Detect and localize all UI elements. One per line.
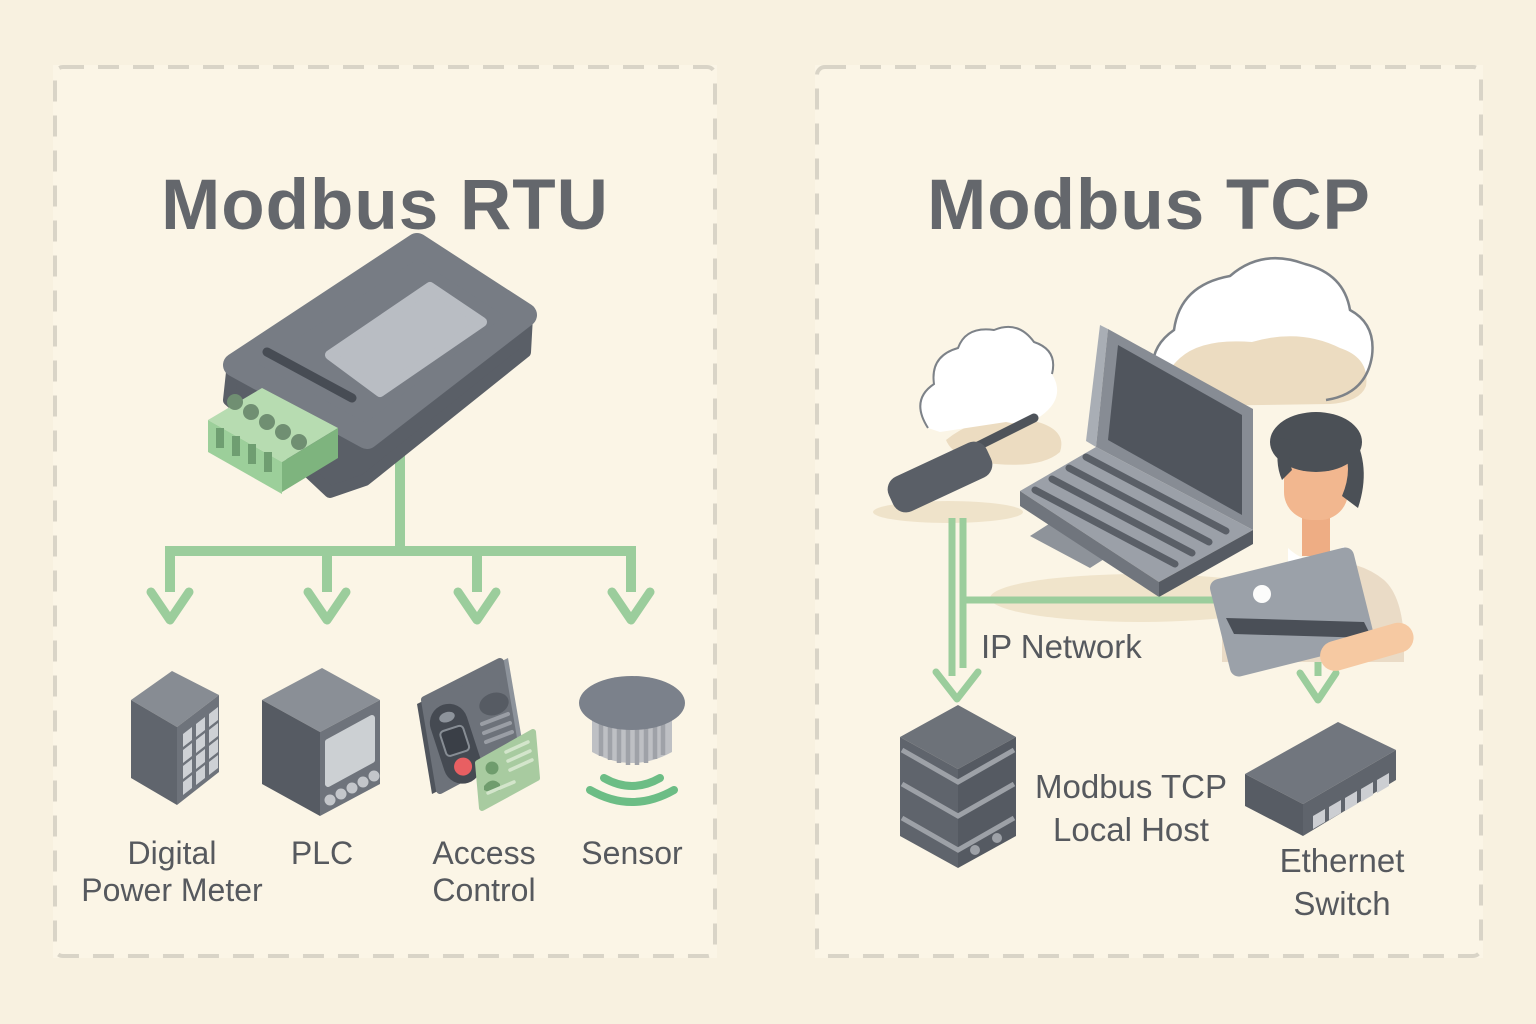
sensor-label: Sensor xyxy=(581,835,683,871)
rtu-adapter-icon xyxy=(208,233,537,498)
meter-label: Digital Power Meter xyxy=(81,835,263,908)
ethernet-switch-icon xyxy=(1245,722,1396,836)
trackpad xyxy=(1030,522,1112,568)
server-icon xyxy=(900,705,1016,868)
serial-bus-lines xyxy=(146,448,655,625)
fingerprint-reader-icon xyxy=(429,703,482,784)
panel-border xyxy=(815,65,1483,958)
modbus-tcp-panel: Modbus TCP IP Network Modbus TCP Local H… xyxy=(815,65,1483,958)
vent-slot xyxy=(262,347,357,403)
arm xyxy=(1320,622,1414,671)
usb-dongle-icon xyxy=(873,413,1039,523)
keyboard xyxy=(1031,453,1230,568)
plc-label: PLC xyxy=(290,835,354,871)
terminal-block-icon xyxy=(208,388,338,494)
right-panel-title: Modbus TCP xyxy=(927,166,1371,245)
arrowheads xyxy=(146,587,655,625)
access-control-icon xyxy=(417,658,540,811)
digital-power-meter-icon xyxy=(131,671,219,805)
rtu-illustration xyxy=(53,65,717,958)
camera-icon xyxy=(479,692,509,716)
ip-network-arrows xyxy=(932,518,1340,704)
person-illustration xyxy=(1210,412,1414,677)
modbus-rtu-panel: Modbus RTU Digital Power Meter PLC Acces… xyxy=(53,65,717,958)
server-label: Modbus TCP Local Host xyxy=(1035,768,1227,848)
plc-icon xyxy=(262,668,380,816)
signal-waves-icon xyxy=(586,774,678,806)
speaker-lines xyxy=(480,712,514,744)
id-card-icon xyxy=(475,729,540,811)
switch-label: Ethernet Switch xyxy=(1279,842,1405,922)
hair xyxy=(1270,412,1364,508)
access-control-label: Access Control xyxy=(432,835,536,908)
ip-network-label: IP Network xyxy=(981,628,1142,665)
left-panel-title: Modbus RTU xyxy=(161,166,609,245)
tcp-illustration xyxy=(815,65,1483,958)
panel-border xyxy=(53,65,717,958)
sensor-icon xyxy=(579,676,685,806)
